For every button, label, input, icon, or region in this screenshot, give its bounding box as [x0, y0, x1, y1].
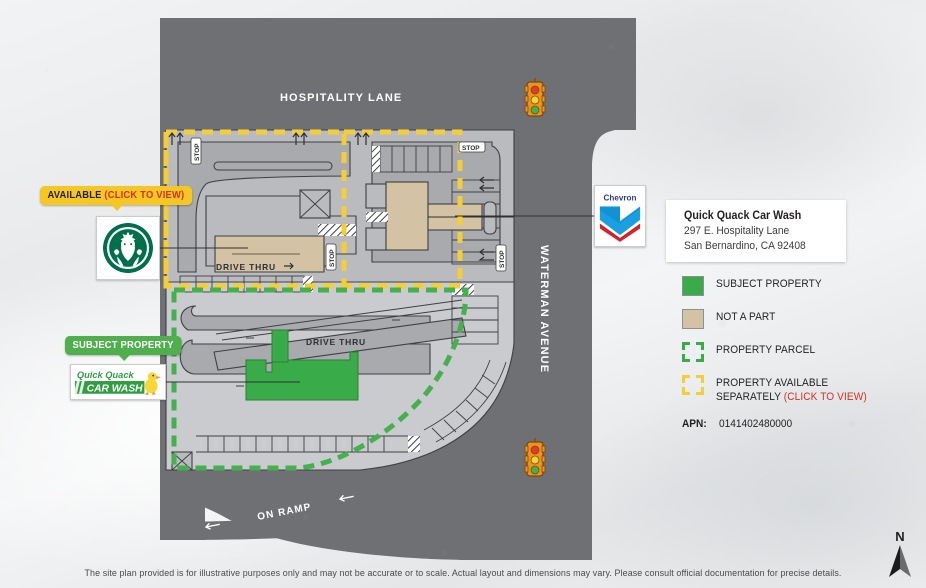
legend-label-available-line1: PROPERTY AVAILABLE [716, 377, 829, 389]
subject-property-wing [271, 329, 289, 363]
legend-swatch-not-a-part [682, 309, 704, 329]
callout-available-click-to-view[interactable]: AVAILABLE (CLICK TO VIEW) [40, 186, 192, 211]
chevron-icon: Chevron [597, 188, 643, 244]
callout-subject-property: SUBJECT PROPERTY [65, 336, 182, 361]
map-stop-sign-3: STOP [458, 141, 486, 153]
callout-available-action: (CLICK TO VIEW) [104, 190, 185, 201]
legend-swatch-property-parcel [682, 342, 704, 362]
map-stop-sign-4: STOP [495, 244, 507, 272]
map-legend: SUBJECT PROPERTY NOT A PART PROPERTY PAR… [682, 276, 912, 430]
apn-value: 0141402480000 [718, 417, 793, 430]
property-city-state-zip: San Bernardino, CA 92408 [684, 239, 806, 252]
map-label-drive-thru-south: DRIVE THRU [306, 337, 366, 347]
north-arrow-icon [889, 545, 911, 577]
chevron-logo-tile[interactable]: Chevron [594, 185, 646, 247]
legend-label-property-available: PROPERTY AVAILABLE SEPARATELY (CLICK TO … [716, 375, 867, 405]
subject-property-building [245, 351, 359, 401]
starbucks-icon [103, 223, 153, 273]
compass-north-indicator: N [884, 530, 916, 582]
apn-row: APN: 0141402480000 [682, 418, 912, 430]
svg-text:Quick Quack: Quick Quack [77, 370, 135, 380]
legend-label-subject-property: SUBJECT PROPERTY [716, 278, 822, 290]
property-address-card: Quick Quack Car Wash 297 E. Hospitality … [666, 200, 846, 262]
map-label-waterman-avenue: WATERMAN AVENUE [538, 245, 550, 373]
svg-text:STOP: STOP [462, 145, 480, 152]
legend-item-property-parcel: PROPERTY PARCEL [682, 342, 912, 362]
callout-available-label: AVAILABLE [47, 190, 105, 201]
map-label-hospitality-lane: HOSPITALITY LANE [280, 92, 402, 104]
map-stop-sign-1: STOP [190, 137, 202, 165]
legend-label-property-parcel: PROPERTY PARCEL [716, 344, 816, 356]
legend-item-not-a-part: NOT A PART [682, 309, 912, 329]
property-street: 297 E. Hospitality Lane [684, 225, 790, 238]
legend-item-subject-property: SUBJECT PROPERTY [682, 276, 912, 296]
quick-quack-icon: Quick Quack CAR WASH [73, 366, 163, 398]
map-label-drive-thru-north: DRIVE THRU [216, 262, 276, 272]
site-plan-disclaimer: The site plan provided is for illustrati… [84, 568, 842, 578]
starbucks-logo-tile[interactable] [96, 216, 160, 280]
legend-swatch-subject-property [682, 276, 704, 296]
svg-text:STOP: STOP [194, 143, 201, 161]
svg-text:Chevron: Chevron [604, 194, 637, 203]
apn-label: APN: [682, 417, 707, 430]
svg-text:CAR WASH: CAR WASH [87, 383, 143, 394]
svg-text:STOP: STOP [329, 249, 336, 267]
property-name: Quick Quack Car Wash [684, 210, 802, 222]
legend-label-not-a-part: NOT A PART [716, 311, 776, 323]
callout-subject-label: SUBJECT PROPERTY [72, 340, 174, 351]
svg-text:STOP: STOP [499, 250, 506, 268]
traffic-light-north [524, 78, 546, 117]
quick-quack-logo-tile[interactable]: Quick Quack CAR WASH [70, 364, 166, 400]
legend-label-available-line2: SEPARATELY [716, 390, 784, 403]
legend-swatch-property-available [682, 375, 704, 395]
traffic-light-south [524, 438, 546, 477]
map-stop-sign-2: STOP [325, 243, 337, 271]
legend-item-property-available[interactable]: PROPERTY AVAILABLE SEPARATELY (CLICK TO … [682, 375, 912, 405]
compass-label: N [895, 529, 905, 544]
parcel-subject-outline [171, 287, 469, 471]
legend-label-available-action: (CLICK TO VIEW) [783, 390, 867, 403]
